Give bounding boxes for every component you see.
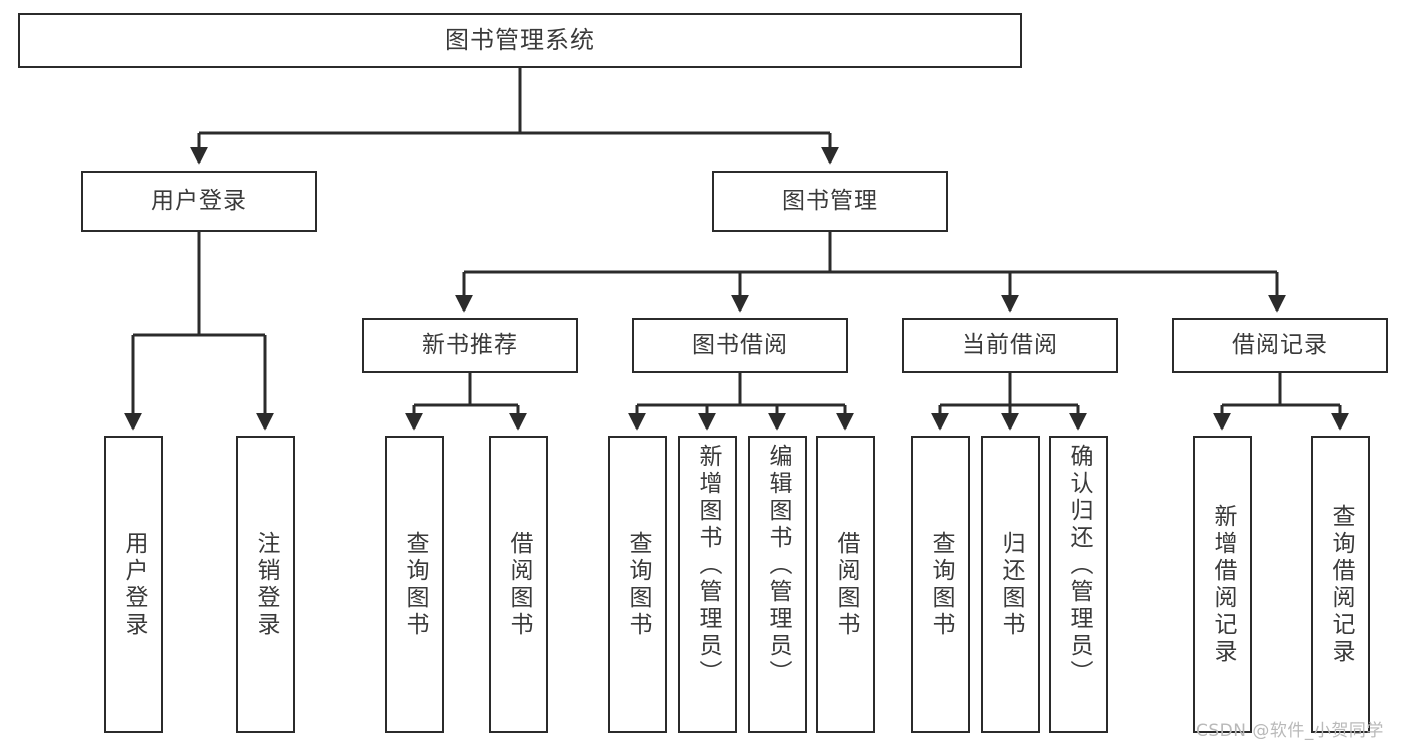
leaf-query-book-1[interactable]: 查询图书 <box>385 436 444 733</box>
leaf-user-login-label: 用户登录 <box>121 530 147 639</box>
leaf-query-borrow-record[interactable]: 查询借阅记录 <box>1311 436 1370 733</box>
leaf-return-book[interactable]: 归还图书 <box>981 436 1040 733</box>
leaf-add-borrow-record-label: 新增借阅记录 <box>1210 503 1236 666</box>
node-book-borrow-label: 图书借阅 <box>692 331 788 358</box>
csdn-watermark: CSDN @软件_小贺同学 <box>1196 721 1384 741</box>
node-borrow-record-label: 借阅记录 <box>1232 331 1328 358</box>
node-book-manage[interactable]: 图书管理 <box>712 171 948 232</box>
leaf-query-book-2[interactable]: 查询图书 <box>608 436 667 733</box>
leaf-borrow-book-1[interactable]: 借阅图书 <box>489 436 548 733</box>
leaf-user-login[interactable]: 用户登录 <box>104 436 163 733</box>
node-root-label: 图书管理系统 <box>445 26 595 55</box>
leaf-borrow-book-2-label: 借阅图书 <box>833 530 859 639</box>
node-new-book-recommend[interactable]: 新书推荐 <box>362 318 578 373</box>
node-book-borrow[interactable]: 图书借阅 <box>632 318 848 373</box>
leaf-query-book-3[interactable]: 查询图书 <box>911 436 970 733</box>
leaf-borrow-book-1-label: 借阅图书 <box>506 530 532 639</box>
leaf-edit-book[interactable]: 编辑图书（管理员） <box>748 436 807 733</box>
node-current-borrow[interactable]: 当前借阅 <box>902 318 1118 373</box>
node-root[interactable]: 图书管理系统 <box>18 13 1022 68</box>
leaf-logout[interactable]: 注销登录 <box>236 436 295 733</box>
leaf-return-book-label: 归还图书 <box>998 530 1024 639</box>
leaf-add-book[interactable]: 新增图书（管理员） <box>678 436 737 733</box>
leaf-logout-label: 注销登录 <box>253 530 279 639</box>
leaf-query-book-3-label: 查询图书 <box>928 530 954 639</box>
node-user-login[interactable]: 用户登录 <box>81 171 317 232</box>
node-borrow-record[interactable]: 借阅记录 <box>1172 318 1388 373</box>
node-book-manage-label: 图书管理 <box>782 187 878 214</box>
leaf-add-book-label: 新增图书（管理员） <box>695 444 721 687</box>
leaf-query-book-1-label: 查询图书 <box>402 530 428 639</box>
leaf-query-borrow-record-label: 查询借阅记录 <box>1328 503 1354 666</box>
leaf-edit-book-label: 编辑图书（管理员） <box>765 444 791 687</box>
node-user-login-label: 用户登录 <box>151 187 247 214</box>
leaf-query-book-2-label: 查询图书 <box>625 530 651 639</box>
leaf-add-borrow-record[interactable]: 新增借阅记录 <box>1193 436 1252 733</box>
leaf-confirm-return[interactable]: 确认归还（管理员） <box>1049 436 1108 733</box>
leaf-confirm-return-label: 确认归还（管理员） <box>1066 444 1092 687</box>
node-new-book-recommend-label: 新书推荐 <box>422 331 518 358</box>
node-current-borrow-label: 当前借阅 <box>962 331 1058 358</box>
leaf-borrow-book-2[interactable]: 借阅图书 <box>816 436 875 733</box>
